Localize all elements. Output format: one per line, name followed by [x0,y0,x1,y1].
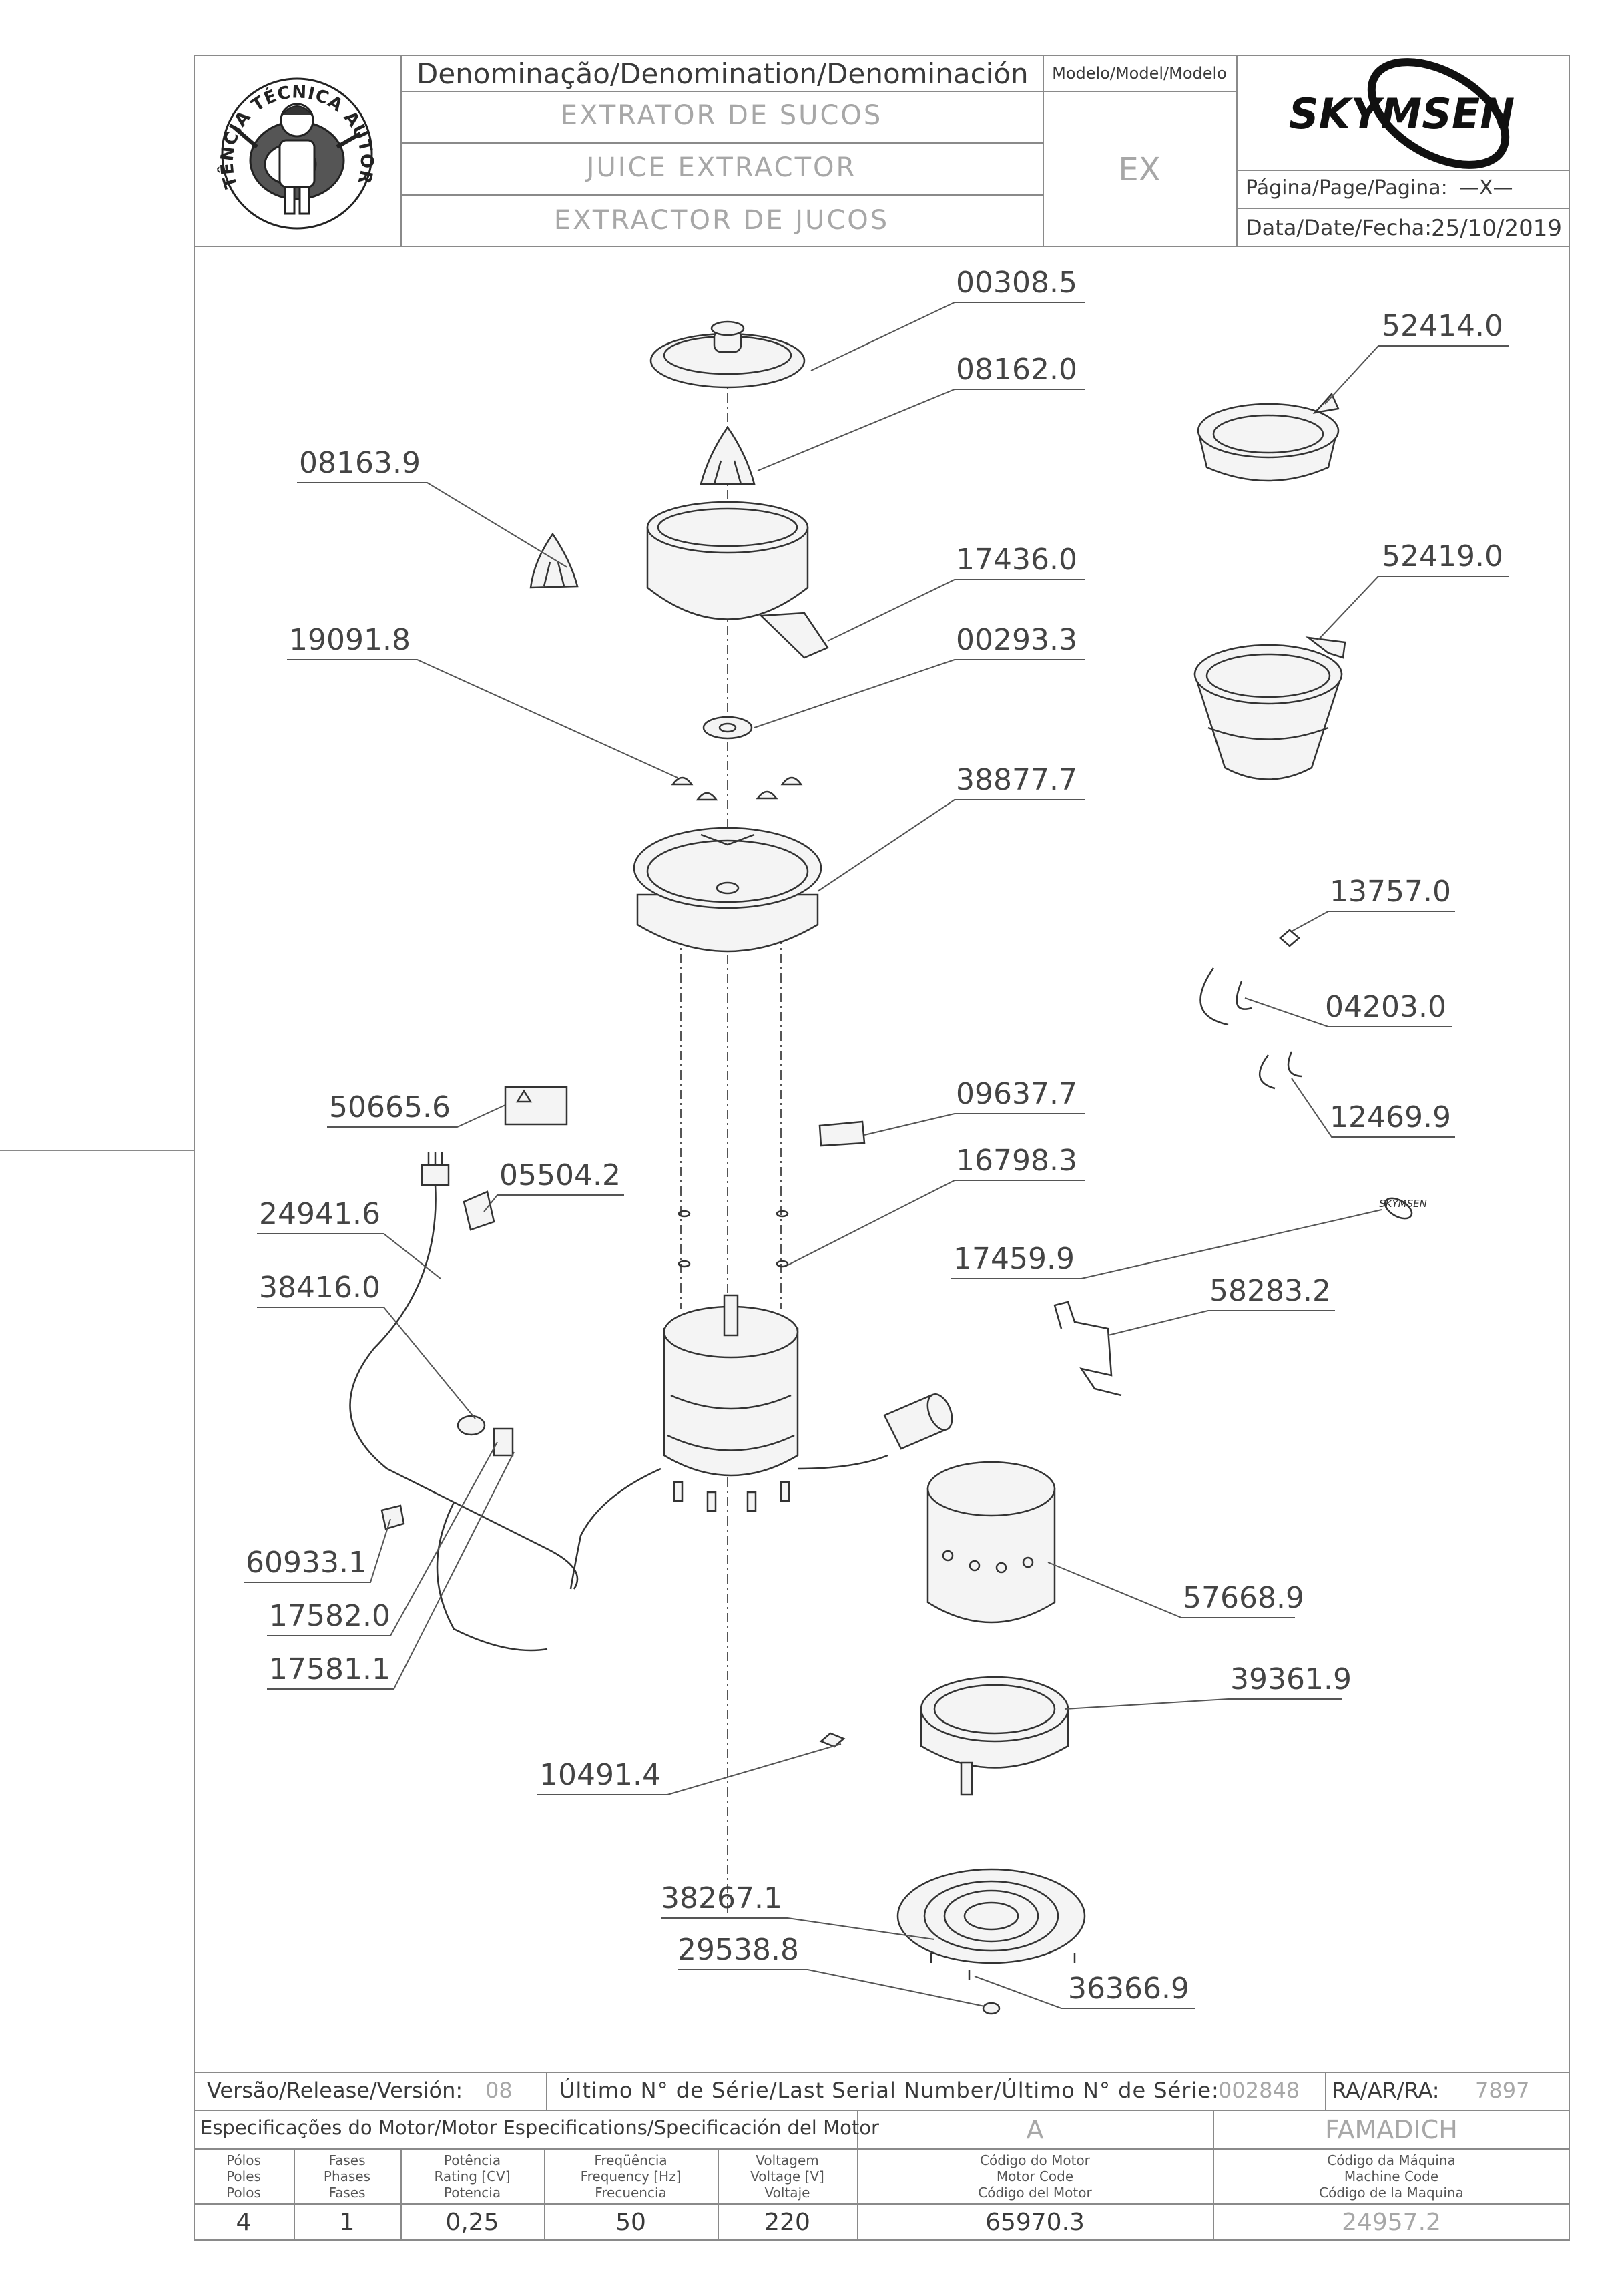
voltage-value: 220 [764,2209,810,2236]
footer-divider [544,2148,545,2241]
footer-divider [294,2148,295,2241]
serial-value: 002848 [1218,2078,1300,2103]
col-header-line: Fases [328,2152,366,2168]
manufacturer: FAMADICH [1325,2115,1458,2144]
model-label: Modelo/Model/Modelo [1052,64,1227,83]
col-header-line: Potencia [443,2185,501,2201]
motor-spec-label: Especificações do Motor/Motor Especifica… [200,2116,879,2139]
footer-row-line [194,2203,1570,2205]
col-header-line: Voltaje [764,2185,810,2201]
footer-divider [400,2148,402,2241]
phases-value: 1 [339,2209,355,2236]
date-label: Data/Date/Fecha: [1246,215,1432,240]
col-header-line: Pólos [226,2152,261,2168]
col-header-poles: Pólos Poles Polos [194,2152,294,2201]
serial-label: Último N° de Série/Last Serial Number/Úl… [559,2078,1220,2103]
footer-divider [1213,2110,1214,2241]
col-header-line: Poles [226,2168,261,2185]
col-header-line: Phases [323,2168,371,2185]
col-header-voltage: Voltagem Voltage [V] Voltaje [718,2152,857,2201]
col-header-line: Fases [328,2185,366,2201]
ra-label: RA/AR/RA: [1332,2078,1440,2103]
col-header-line: Machine Code [1344,2168,1439,2185]
machine-code-value: 24957.2 [1342,2209,1441,2236]
page-label: Página/Page/Pagina: [1246,176,1448,200]
motor-letter: A [1026,2115,1044,2144]
poles-value: 4 [236,2209,252,2236]
col-header-line: Rating [CV] [434,2168,511,2185]
footer-divider [1325,2072,1326,2110]
footer-divider [546,2072,547,2110]
header-row-line [1236,208,1570,209]
header-row-line [400,194,1043,196]
release-value: 08 [485,2078,513,2103]
header-row-line [400,91,1236,92]
col-header-machine-code: Código da Máquina Machine Code Código de… [1213,2152,1570,2201]
col-header-line: Motor Code [996,2168,1074,2185]
motor-code-value: 65970.3 [985,2209,1085,2236]
col-header-motor-code: Código do Motor Motor Code Código del Mo… [857,2152,1213,2201]
col-header-line: Freqüência [594,2152,667,2168]
footer-row-line [194,2110,1570,2111]
header-row-line [1236,170,1570,171]
product-name-pt: EXTRATOR DE SUCOS [560,100,883,131]
frequency-value: 50 [615,2209,646,2236]
footer-top-line [194,2072,1570,2073]
footer-divider [718,2148,719,2241]
product-name-es: EXTRACTOR DE JUCOS [553,205,890,236]
col-header-line: Potência [443,2152,501,2168]
header-divider [1043,55,1044,246]
col-header-frequency: Freqüência Frequency [Hz] Frecuencia [544,2152,718,2201]
date-value: 25/10/2019 [1431,215,1562,242]
col-header-line: Código do Motor [980,2152,1090,2168]
col-header-line: Código del Motor [978,2185,1092,2201]
header-divider [400,55,402,246]
margin-mark [0,1150,194,1151]
power-value: 0,25 [445,2209,499,2236]
product-name-en: JUICE EXTRACTOR [586,152,857,183]
col-header-line: Voltage [V] [750,2168,824,2185]
release-label: Versão/Release/Versión: [207,2078,463,2103]
col-header-power: Potência Rating [CV] Potencia [400,2152,544,2201]
col-header-line: Frequency [Hz] [580,2168,682,2185]
col-header-line: Código da Máquina [1327,2152,1456,2168]
header-bottom-line [194,246,1570,247]
col-header-phases: Fases Phases Fases [294,2152,400,2201]
header-row-line [400,142,1043,144]
col-header-line: Código de la Maquina [1319,2185,1464,2201]
col-header-line: Voltagem [756,2152,819,2168]
ra-value: 7897 [1475,2078,1530,2103]
header-divider [1236,55,1238,246]
model-value: EX [1118,151,1161,188]
drawing-frame [194,55,1570,2241]
page-value: —X— [1459,176,1513,200]
col-header-line: Frecuencia [595,2185,667,2201]
footer-row-line [194,2148,1570,2150]
denomination-label: Denominação/Denomination/Denominación [417,57,1029,90]
col-header-line: Polos [226,2185,261,2201]
footer-divider [857,2110,858,2241]
